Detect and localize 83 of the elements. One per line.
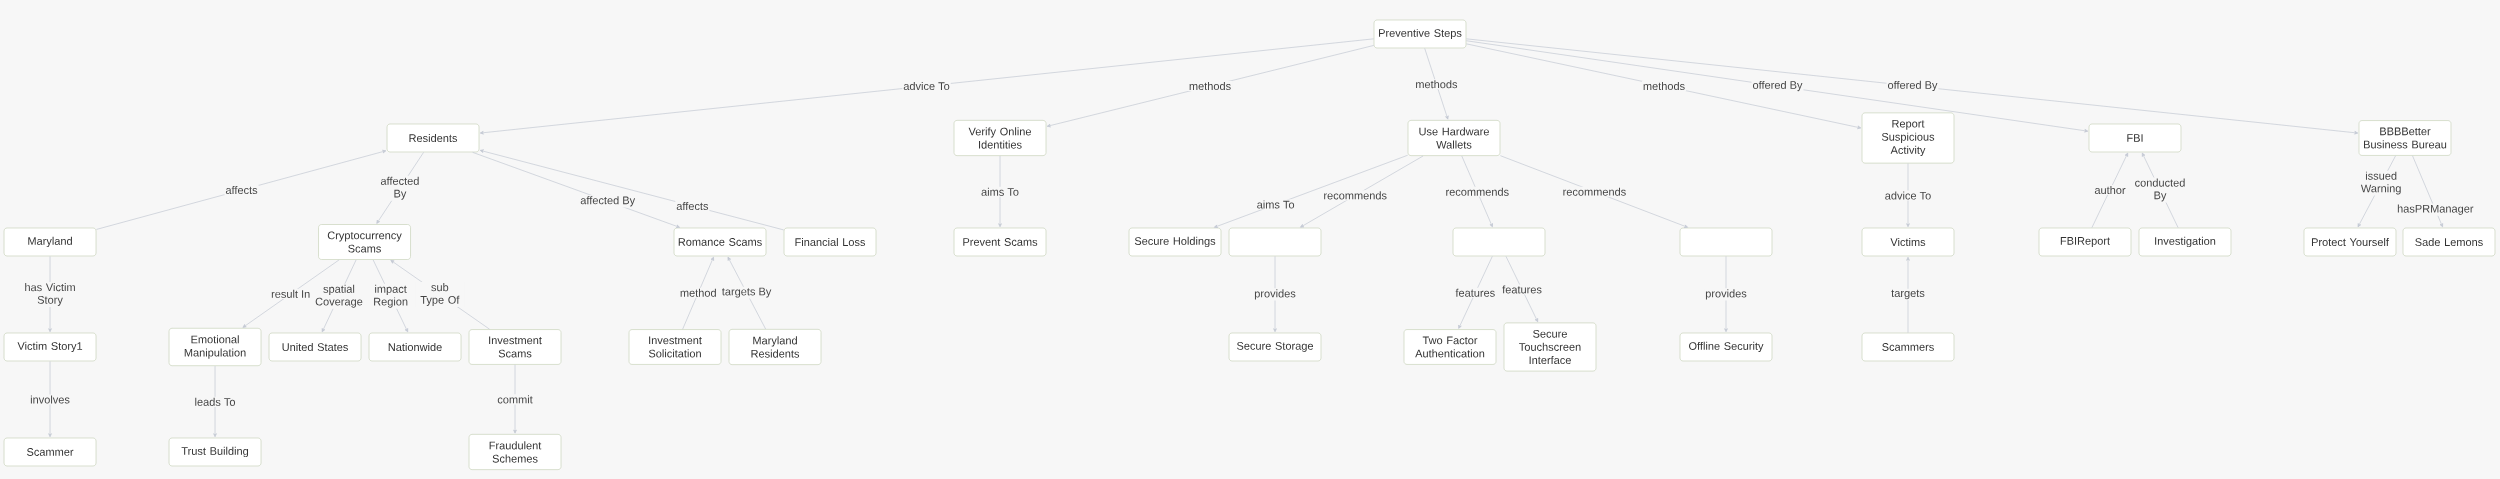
- edge-label: affected By: [579, 195, 637, 208]
- arrow: [1500, 155, 1689, 228]
- edge-label: features: [1501, 284, 1543, 295]
- concept-box: Maryland: [3, 227, 97, 257]
- arrow: [682, 256, 714, 330]
- concept-box: FBI: [2088, 123, 2182, 153]
- concept-box: Secure Storage: [1228, 332, 1322, 362]
- concept-box: Nationwide: [368, 332, 462, 362]
- concept-box: Two Factor Authentication: [1403, 329, 1497, 365]
- edge-label: conducted By: [2132, 177, 2188, 203]
- edge-label: sub Type Of: [415, 282, 465, 307]
- concept-box: FBIReport: [2038, 227, 2132, 257]
- edge-label: recommends: [1444, 186, 1511, 197]
- edge-label: recommends: [1322, 190, 1388, 201]
- blank-box: [1228, 227, 1322, 257]
- concept-box: Preventive Steps: [1373, 19, 1467, 49]
- arrow: [2091, 152, 2129, 228]
- concept-box: Report Suspicious Activity: [1861, 112, 1955, 164]
- edge-label: result In: [270, 288, 312, 299]
- edge-label: advice To: [1883, 190, 1933, 201]
- concept-box: Secure Touchscreen Interface: [1503, 322, 1597, 372]
- concept-box: Secure Holdings: [1128, 227, 1222, 257]
- arrow: [1424, 48, 1449, 120]
- edge-label: leads To: [193, 396, 237, 407]
- edge-label: features: [1454, 287, 1497, 298]
- arrow: [1466, 38, 2359, 135]
- concept-box: United States: [268, 332, 362, 362]
- concept-box: BBBBetter Business Bureau: [2358, 120, 2452, 156]
- edge-label: aims To: [980, 186, 1020, 197]
- concept-box: Investment Scams: [468, 329, 562, 365]
- concept-box: Investment Solicitation: [628, 329, 722, 365]
- edge-label: methods: [1187, 80, 1233, 91]
- arrow: [1458, 256, 1493, 329]
- concept-box: Use Hardware Wallets: [1407, 120, 1501, 156]
- arrow: [2412, 155, 2444, 228]
- concept-box: Romance Scams: [673, 227, 767, 257]
- concept-box: Fraudulent Schemes: [468, 434, 562, 470]
- edge-label: affects: [675, 200, 710, 211]
- arrow: [1046, 45, 1374, 128]
- concept-box: Maryland Residents: [728, 329, 822, 365]
- arrow: [1505, 256, 1539, 323]
- arrow: [1213, 154, 1408, 228]
- edge-label: advice To: [902, 80, 951, 92]
- edge-label: has Victim Story: [22, 282, 79, 307]
- arrow: [1461, 155, 1493, 228]
- edge-label: provides: [1704, 288, 1748, 301]
- arrow: [1466, 43, 1862, 130]
- arrow: [1300, 155, 1424, 228]
- arrow: [727, 256, 766, 330]
- concept-box: Offline Security: [1679, 332, 1773, 362]
- blank-box: [1679, 227, 1773, 257]
- arrow: [479, 38, 1374, 135]
- edge-label: methods: [1414, 79, 1459, 90]
- blank-box: [1452, 227, 1546, 257]
- edge-label: methods: [1641, 80, 1687, 92]
- concept-box: Protect Yourself: [2303, 227, 2397, 257]
- edge-label: affects: [224, 185, 259, 196]
- arrow: [479, 149, 784, 231]
- concept-box: Financial Loss: [783, 227, 877, 257]
- concept-box: Verify Online Identities: [953, 120, 1047, 156]
- concept-box: Victim Story1: [3, 332, 97, 362]
- concept-box: Investigation: [2138, 227, 2232, 257]
- edge-label: method: [678, 287, 718, 298]
- edge-label: aims To: [1255, 199, 1296, 210]
- concept-box: Prevent Scams: [953, 227, 1047, 257]
- edge-label: commit: [496, 394, 534, 405]
- edge-label: involves: [29, 394, 71, 405]
- concept-box: Victims: [1861, 227, 1955, 257]
- arrow: [96, 149, 387, 230]
- concept-box: Residents: [386, 123, 480, 153]
- concept-box: Scammer: [3, 437, 97, 467]
- edge-label: impact Region: [371, 283, 411, 309]
- concept-box: Trust Building: [168, 437, 262, 467]
- edge-label: author: [2093, 184, 2127, 196]
- edge-label: recommends: [1561, 186, 1628, 197]
- edge-label: provides: [1253, 288, 1297, 301]
- concept-box: Cryptocurrency Scams: [318, 224, 411, 260]
- arrow: [1466, 40, 2089, 133]
- concept-box: Scammers: [1861, 332, 1955, 362]
- concept-box: Emotional Manipulation: [168, 327, 262, 367]
- concept-box: Sade Lemons: [2402, 227, 2496, 257]
- arrow: [242, 259, 340, 328]
- edge-label: issued Warning: [2358, 170, 2405, 196]
